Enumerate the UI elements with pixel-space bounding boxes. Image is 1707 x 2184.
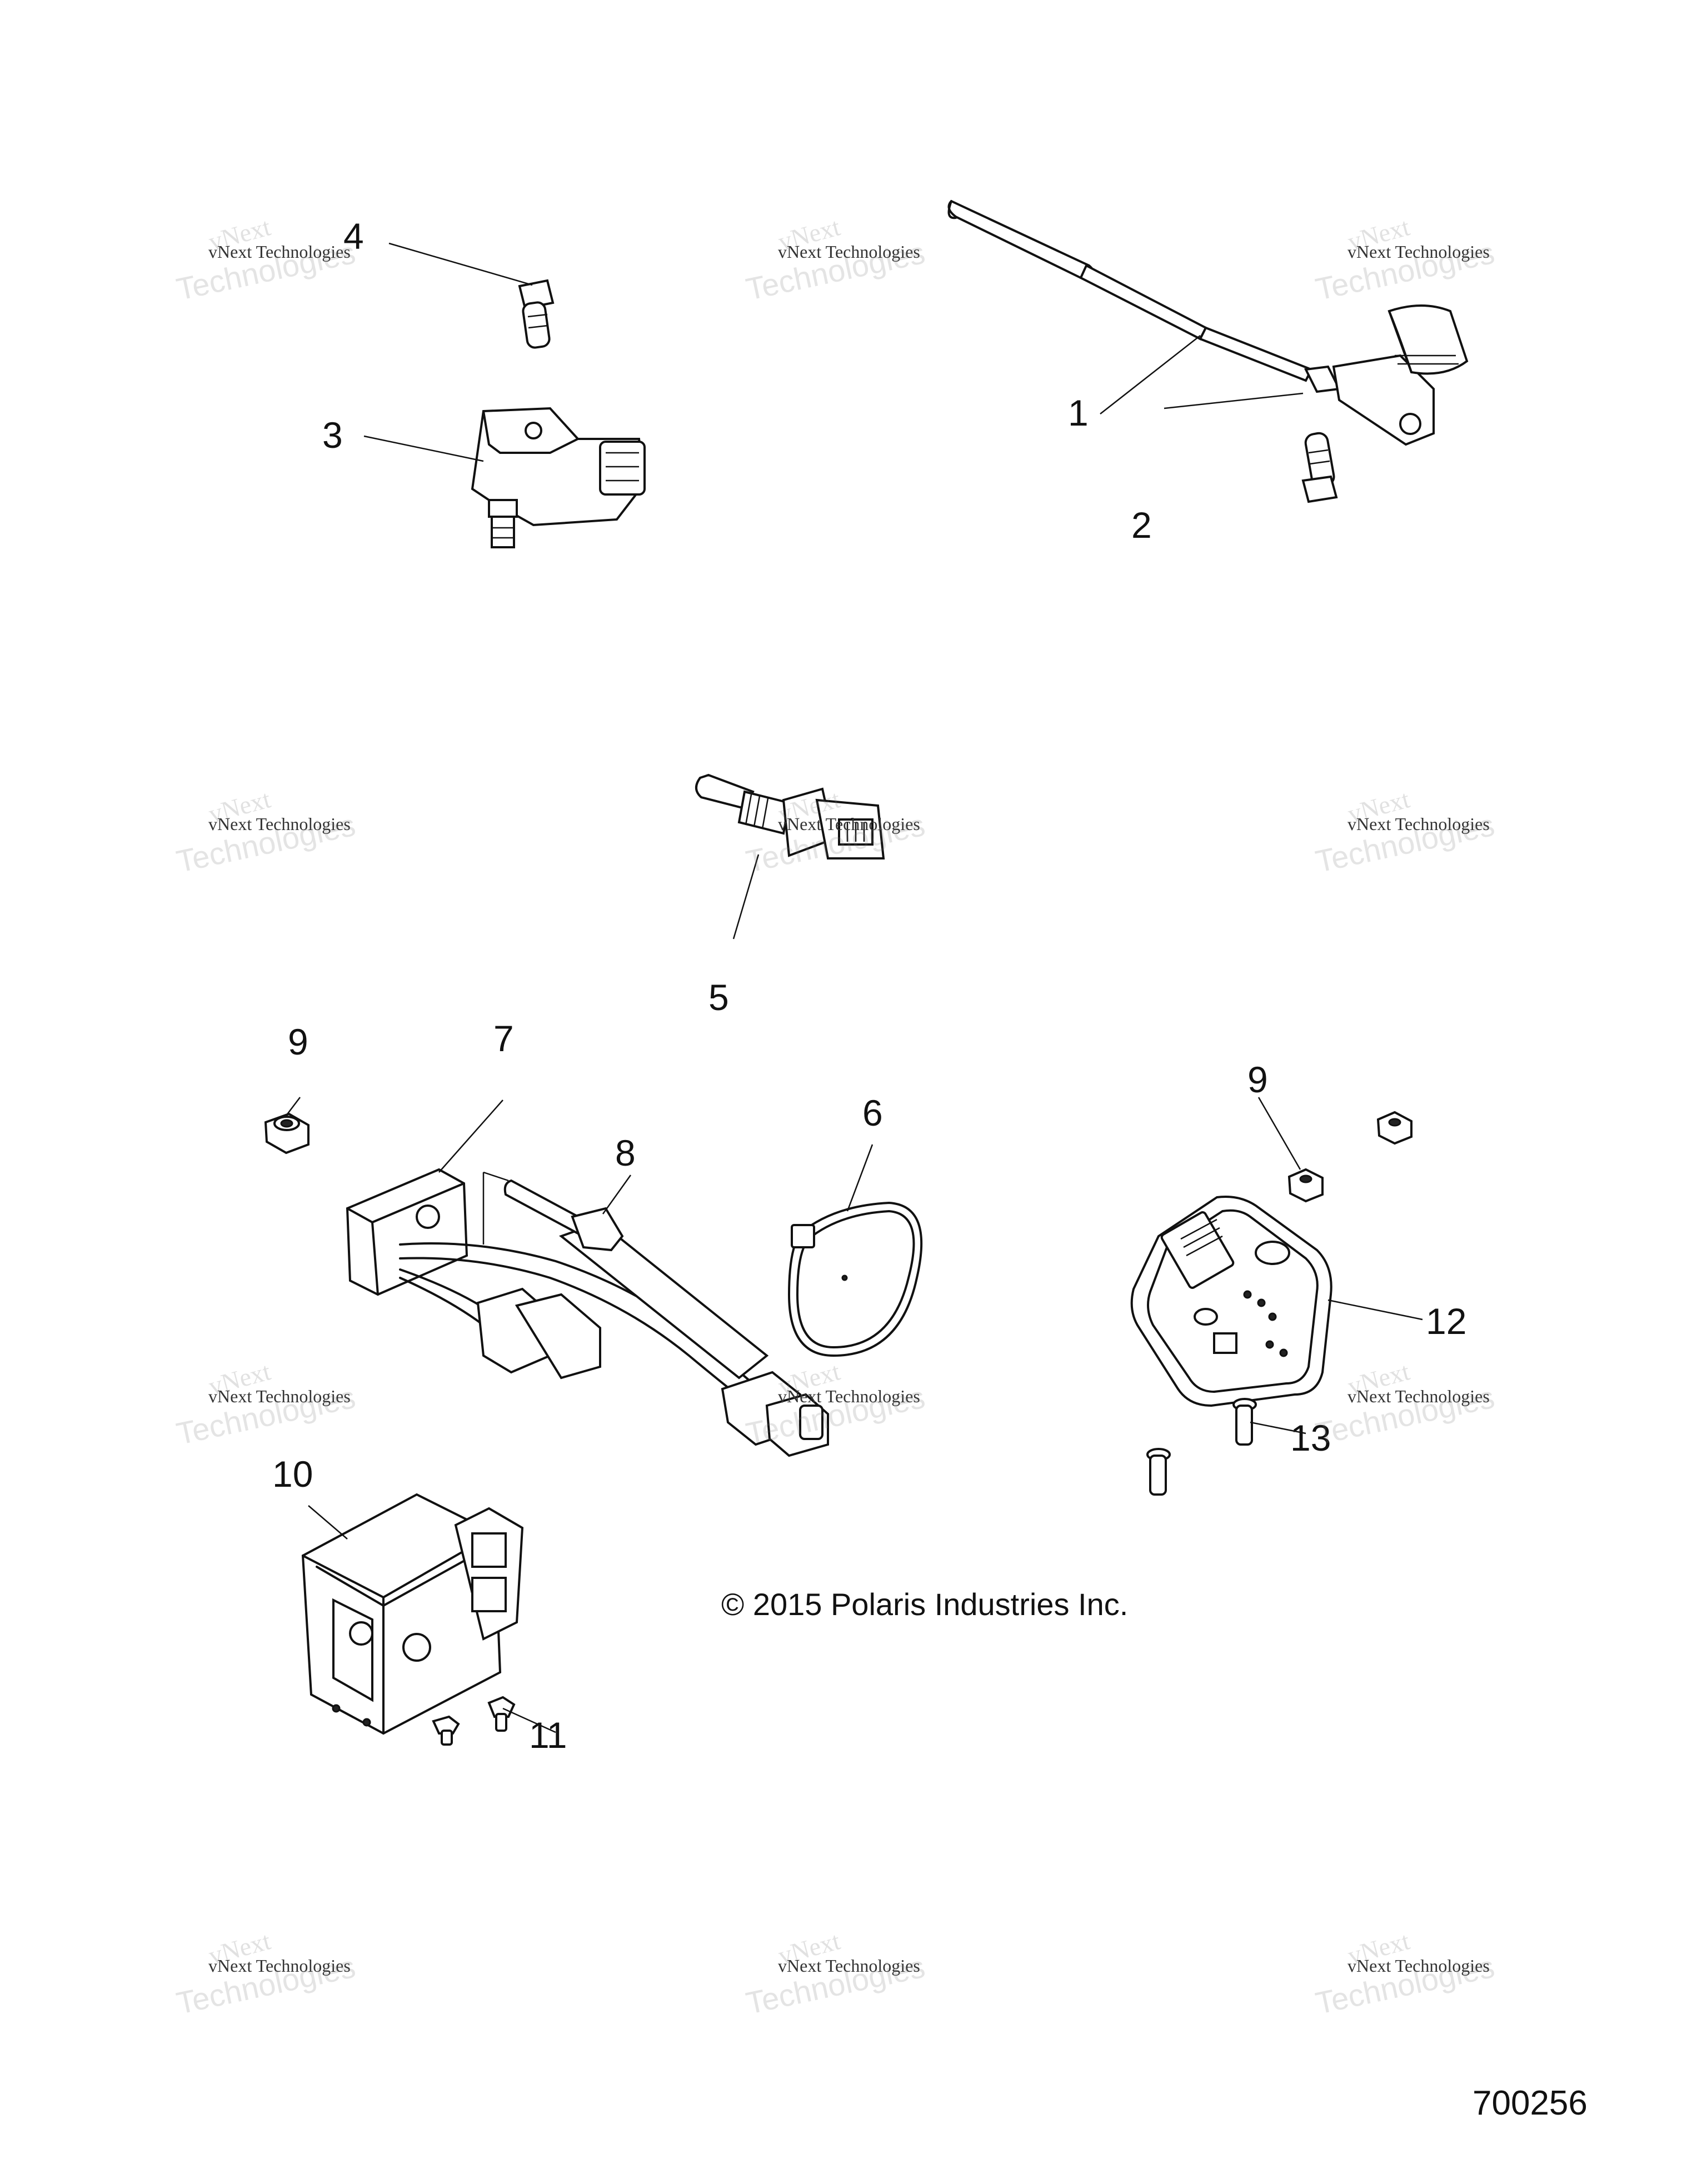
part-7-module-harness bbox=[346, 1168, 829, 1457]
watermark-company: vNext Technologies bbox=[778, 242, 920, 262]
watermark-r1c2: vNext vNext Technologies Technologies bbox=[743, 212, 978, 307]
leader-lines bbox=[286, 242, 1423, 1733]
callout-10: 10 bbox=[272, 1453, 313, 1495]
callout-11: 11 bbox=[529, 1715, 567, 1756]
part-4-bolt bbox=[518, 279, 555, 349]
callout-8: 8 bbox=[615, 1132, 636, 1173]
callout-5: 5 bbox=[708, 977, 729, 1018]
callout-7: 7 bbox=[493, 1018, 514, 1059]
part-8-bolt bbox=[482, 1171, 624, 1252]
watermark-r4c3: vNext vNext Technologies Technologies bbox=[1312, 1926, 1548, 2021]
callout-12: 12 bbox=[1426, 1301, 1467, 1342]
watermark-company: vNext Technologies bbox=[1347, 1956, 1490, 1976]
watermark-company: vNext Technologies bbox=[778, 1956, 920, 1976]
part-5-temp-sensor bbox=[695, 773, 885, 859]
watermark-r3c1: vNext vNext Technologies Technologies bbox=[173, 1357, 408, 1451]
part-3-map-sensor bbox=[471, 407, 646, 548]
watermark-company: vNext Technologies bbox=[1347, 242, 1490, 262]
part-10-ecu bbox=[301, 1493, 524, 1735]
copyright-text: © 2015 Polaris Industries Inc. bbox=[721, 1587, 1129, 1622]
part-2-bolt bbox=[1301, 432, 1338, 503]
watermark-company: vNext Technologies bbox=[208, 1956, 351, 1976]
watermark-r1c3: vNext vNext Technologies Technologies bbox=[1312, 212, 1548, 307]
part-6-cable-tie bbox=[788, 1202, 923, 1357]
callout-13: 13 bbox=[1290, 1417, 1331, 1458]
watermark-company: vNext Technologies bbox=[208, 242, 351, 262]
watermark-company: vNext Technologies bbox=[1347, 814, 1490, 834]
callout-3: 3 bbox=[322, 414, 343, 456]
part-9-nut-right bbox=[1287, 1111, 1412, 1203]
callout-9-right: 9 bbox=[1247, 1059, 1268, 1100]
callout-1: 1 bbox=[1068, 392, 1089, 433]
watermark-r4c1: vNext vNext Technologies Technologies bbox=[173, 1926, 408, 2021]
watermark-company: vNext Technologies bbox=[208, 814, 351, 834]
watermark-r2c1: vNext vNext Technologies Technologies bbox=[173, 784, 408, 879]
watermark-company: vNext Technologies bbox=[778, 1386, 920, 1406]
part-1-speed-sensor bbox=[947, 199, 1469, 446]
part-9-nut-left bbox=[264, 1112, 310, 1155]
callout-6: 6 bbox=[862, 1092, 883, 1133]
watermark-company: vNext Technologies bbox=[208, 1386, 351, 1406]
watermark-company: vNext Technologies bbox=[1347, 1386, 1490, 1406]
watermark-company: vNext Technologies bbox=[778, 814, 920, 834]
watermark-r4c2: vNext vNext Technologies Technologies bbox=[743, 1926, 978, 2021]
callout-9-left: 9 bbox=[288, 1021, 308, 1062]
callout-4: 4 bbox=[343, 216, 364, 257]
figure-number: 700256 bbox=[1473, 2084, 1588, 2122]
callout-2: 2 bbox=[1131, 504, 1152, 546]
watermark-r1c1: vNext vNext Technologies Technologies bbox=[173, 212, 408, 307]
watermark-r2c2: vNext vNext Technologies Technologies bbox=[743, 784, 978, 879]
part-12-bracket bbox=[1130, 1196, 1332, 1407]
part-11-screws bbox=[432, 1696, 516, 1746]
watermark-r2c3: vNext vNext Technologies Technologies bbox=[1312, 784, 1548, 879]
part-13-screws bbox=[1146, 1398, 1257, 1496]
watermark-r3c3: vNext vNext Technologies Technologies bbox=[1312, 1357, 1548, 1451]
watermark-r3c2: vNext vNext Technologies Technologies bbox=[743, 1357, 978, 1451]
